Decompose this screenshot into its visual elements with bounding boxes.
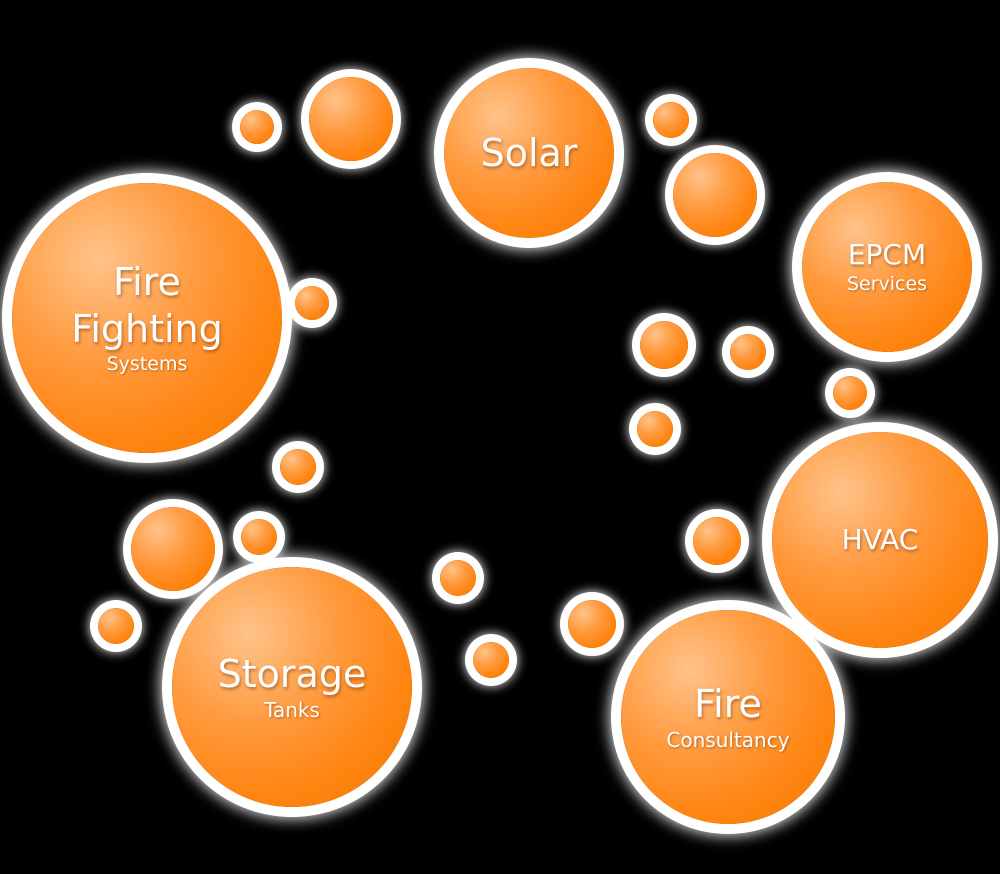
decorative-dot — [640, 321, 688, 369]
decorative-dot — [131, 507, 215, 591]
epcm-title: EPCM — [847, 237, 927, 271]
decorative-dot — [693, 517, 741, 565]
fire-fighting-title-line2: Fighting — [71, 306, 223, 351]
hvac-bubble[interactable]: HVAC — [772, 432, 988, 648]
fire-fighting-systems-bubble[interactable]: Fire Fighting Systems — [12, 183, 282, 453]
decorative-dot — [730, 334, 766, 370]
decorative-dot — [440, 560, 476, 596]
storage-tanks-bubble[interactable]: Storage Tanks — [172, 567, 412, 807]
fire-fighting-subtitle: Systems — [106, 353, 188, 376]
decorative-dot — [280, 449, 316, 485]
hvac-title: HVAC — [841, 522, 919, 556]
fire-consultancy-subtitle: Consultancy — [666, 728, 790, 753]
decorative-dot — [637, 411, 673, 447]
epcm-subtitle: Services — [846, 272, 928, 295]
decorative-dot — [833, 376, 867, 410]
storage-title: Storage — [217, 651, 367, 696]
solar-bubble[interactable]: Solar — [444, 68, 614, 238]
decorative-dot — [98, 608, 134, 644]
decorative-dot — [241, 519, 277, 555]
decorative-dot — [673, 153, 757, 237]
decorative-dot — [568, 600, 616, 648]
fire-fighting-title-line1: Fire — [113, 260, 181, 305]
solar-title: Solar — [480, 130, 578, 175]
fire-consultancy-bubble[interactable]: Fire Consultancy — [621, 610, 835, 824]
epcm-services-bubble[interactable]: EPCM Services — [802, 182, 972, 352]
decorative-dot — [295, 286, 329, 320]
decorative-dot — [653, 102, 689, 138]
fire-consultancy-title: Fire — [694, 681, 762, 726]
decorative-dot — [473, 642, 509, 678]
decorative-dot — [240, 110, 274, 144]
storage-subtitle: Tanks — [264, 698, 320, 723]
decorative-dot — [309, 77, 393, 161]
